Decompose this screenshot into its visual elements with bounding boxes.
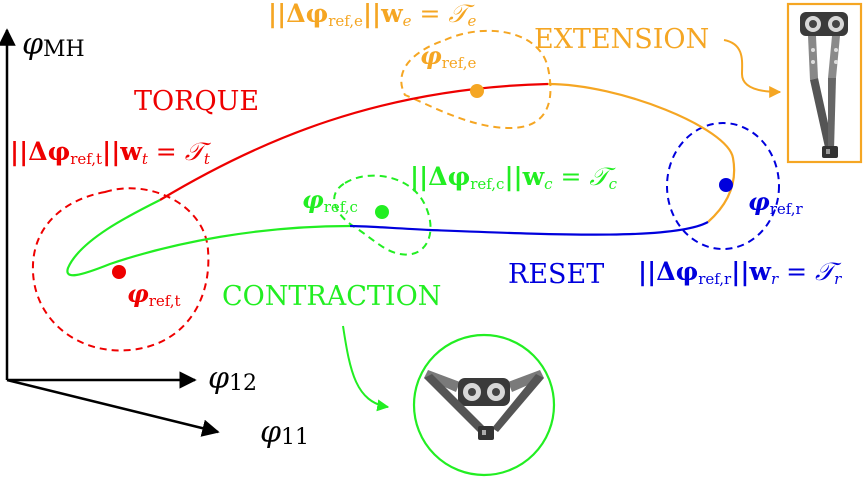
phase-label-reset: RESET — [508, 259, 604, 290]
robot-leg-contracted-icon — [412, 333, 556, 477]
phase-label-contraction: CONTRACTION — [222, 281, 441, 312]
constraint-torque: ||Δφref,t||wt = 𝒯t — [10, 137, 212, 168]
x1-axis-label: φ12 — [208, 361, 257, 396]
robot-leg-extended-icon — [786, 2, 863, 164]
ref-point-torque — [112, 265, 126, 279]
reset-region — [666, 122, 780, 250]
phase-label-extension: EXTENSION — [534, 24, 709, 55]
tolerance-regions — [31, 29, 780, 352]
constraint-equations: ||Δφref,t||wt = 𝒯t ||Δφref,e||we = 𝒯e ||… — [10, 0, 842, 288]
phase-labels: TORQUE EXTENSION CONTRACTION RESET — [134, 24, 709, 312]
contraction-phase-path — [66, 199, 351, 277]
ref-label-extension: φref,e — [420, 41, 477, 72]
x2-axis — [6, 378, 220, 437]
constraint-reset: ||Δφref,r||wr = 𝒯r — [638, 257, 842, 288]
phase-label-torque: TORQUE — [134, 86, 259, 117]
ref-point-contraction — [375, 205, 389, 219]
reset-phase-path — [349, 221, 709, 236]
ref-point-reset — [719, 178, 733, 192]
ref-label-torque: φref,t — [127, 279, 181, 310]
torque-region — [31, 187, 210, 352]
extension-phase-path — [547, 82, 736, 223]
x2-axis-label: φ11 — [260, 415, 309, 450]
contraction-region — [333, 174, 432, 256]
extension-region — [400, 29, 552, 130]
contraction-callout-arrow — [342, 325, 390, 412]
ref-label-contraction: φref,c — [302, 185, 358, 216]
y-axis-label: φMH — [22, 27, 85, 62]
extension-callout-arrow — [723, 39, 782, 98]
axes: φMH φ12 φ11 — [0, 27, 309, 450]
constraint-contraction: ||Δφref,c||wc = 𝒯c — [410, 162, 618, 193]
reference-points — [112, 84, 733, 279]
constraint-extension: ||Δφref,e||we = 𝒯e — [268, 0, 477, 30]
reference-labels: φref,t φref,e φref,c φref,r — [127, 41, 804, 310]
ref-point-extension — [470, 84, 484, 98]
ref-label-reset: φref,r — [748, 187, 804, 218]
